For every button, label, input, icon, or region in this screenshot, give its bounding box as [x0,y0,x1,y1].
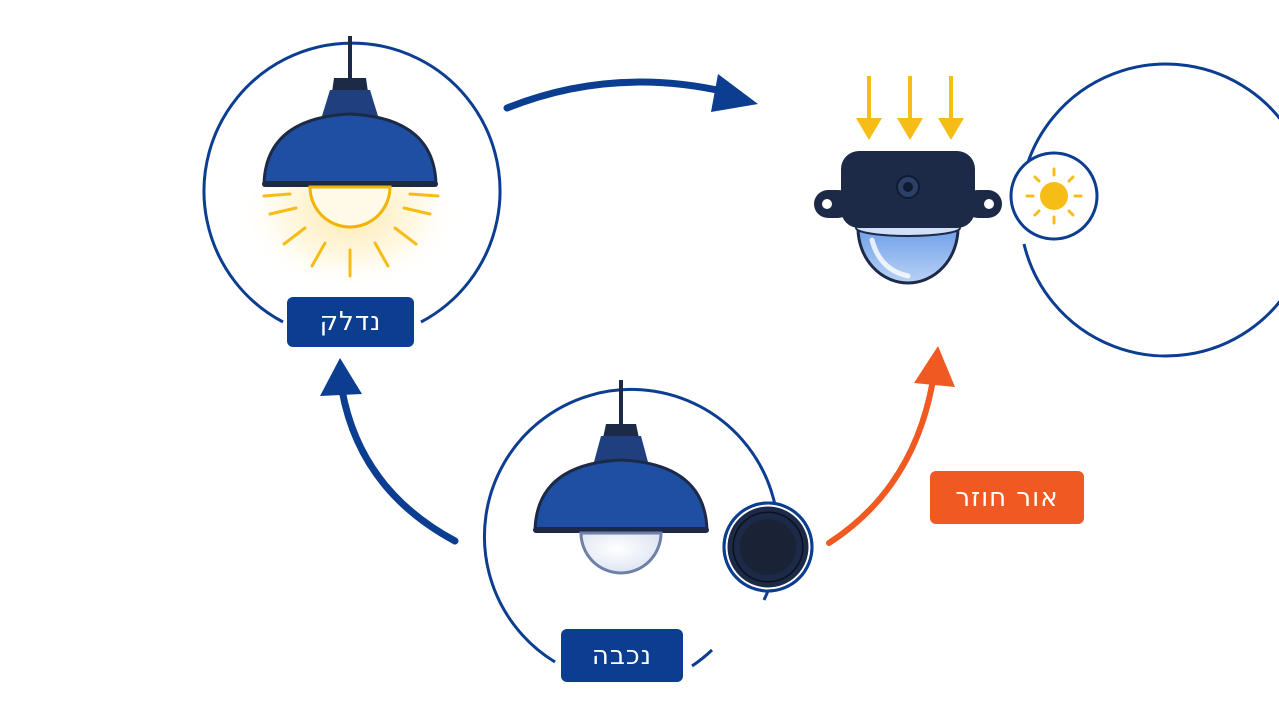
sensor-node [814,62,1279,358]
label-lamp-off: נכבה [561,629,683,682]
label-reflected-light: אור חוזר [930,471,1084,524]
arrow-off-to-on [320,358,459,545]
light-rays [262,192,440,278]
down-arrows-icon [856,76,964,140]
arrow-lamp-to-sensor [503,74,758,112]
arrow-reflected-light [826,346,955,546]
pendant-lamp-lit-icon [240,36,460,290]
lamp-on-node [202,36,502,324]
lamp-off-ring [482,387,780,664]
sun-icon [1009,151,1099,241]
light-sensor-dome-icon [814,151,1002,285]
dark-circle-icon [722,501,814,593]
pendant-lamp-unlit-icon [533,380,709,575]
lamp-off-node [482,380,814,668]
sensor-ring [1022,62,1279,358]
label-lamp-on: נדלק [287,297,414,347]
